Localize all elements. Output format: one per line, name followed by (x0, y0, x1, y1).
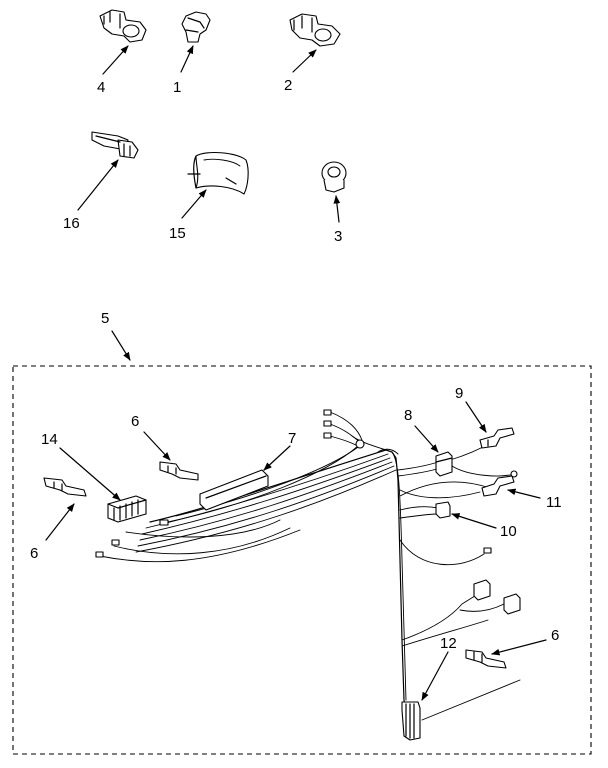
label-part-1: 1 (173, 79, 181, 96)
part-9-terminal (479, 427, 515, 449)
part-6-terminal-upper (159, 461, 199, 481)
part-11-terminal (481, 475, 515, 497)
leader-6-left (45, 503, 75, 541)
label-part-5: 5 (101, 310, 109, 327)
leader-16 (77, 159, 119, 211)
wire-harness (99, 411, 407, 713)
leader-4 (102, 45, 129, 75)
harness-assembly-boundary (12, 365, 592, 755)
label-part-6-left: 6 (30, 545, 38, 562)
part-4-clip (99, 9, 147, 43)
part-6-terminal-left (43, 477, 87, 497)
label-part-4: 4 (97, 79, 105, 96)
part-2-clip (289, 13, 341, 47)
part-10-connector (435, 501, 451, 519)
part-3-cable-clamp (321, 161, 347, 193)
wire-end-terminals (323, 409, 365, 449)
leader-6-right (491, 639, 547, 656)
leader-15 (181, 189, 207, 219)
part-14-connector (107, 495, 147, 523)
part-1-clip (181, 11, 211, 43)
leader-11 (507, 488, 541, 499)
leader-14 (59, 447, 121, 501)
leader-12 (421, 651, 449, 701)
leader-9 (465, 401, 487, 433)
part-12-connector (401, 679, 521, 741)
label-part-11: 11 (546, 494, 562, 511)
loose-wire-terminals (95, 519, 169, 558)
label-part-3: 3 (334, 228, 342, 245)
leader-8 (414, 425, 439, 453)
part-7-connector (199, 469, 269, 511)
leader-7 (263, 445, 291, 471)
leader-10 (451, 513, 497, 529)
part-6-terminal-right (465, 649, 507, 669)
label-part-9: 9 (455, 385, 463, 402)
label-part-16: 16 (63, 215, 80, 232)
label-part-7: 7 (288, 430, 296, 447)
leader-6-upper (143, 431, 171, 461)
label-part-6-upper: 6 (131, 413, 139, 430)
part-8-connector (435, 451, 453, 477)
part-15-sleeve (187, 151, 249, 195)
lower-right-connectors (473, 579, 521, 615)
label-part-8: 8 (404, 407, 412, 424)
part-16-terminal (91, 131, 139, 159)
right-branch-wires (397, 441, 518, 647)
label-part-12: 12 (440, 635, 457, 652)
label-part-10: 10 (500, 523, 517, 540)
label-part-14: 14 (41, 431, 58, 448)
leader-2 (292, 49, 317, 73)
label-part-2: 2 (284, 77, 292, 94)
label-part-6-right: 6 (551, 627, 559, 644)
leader-1 (180, 45, 194, 73)
leader-3 (333, 195, 341, 223)
leader-5 (111, 330, 131, 361)
label-part-15: 15 (169, 225, 186, 242)
